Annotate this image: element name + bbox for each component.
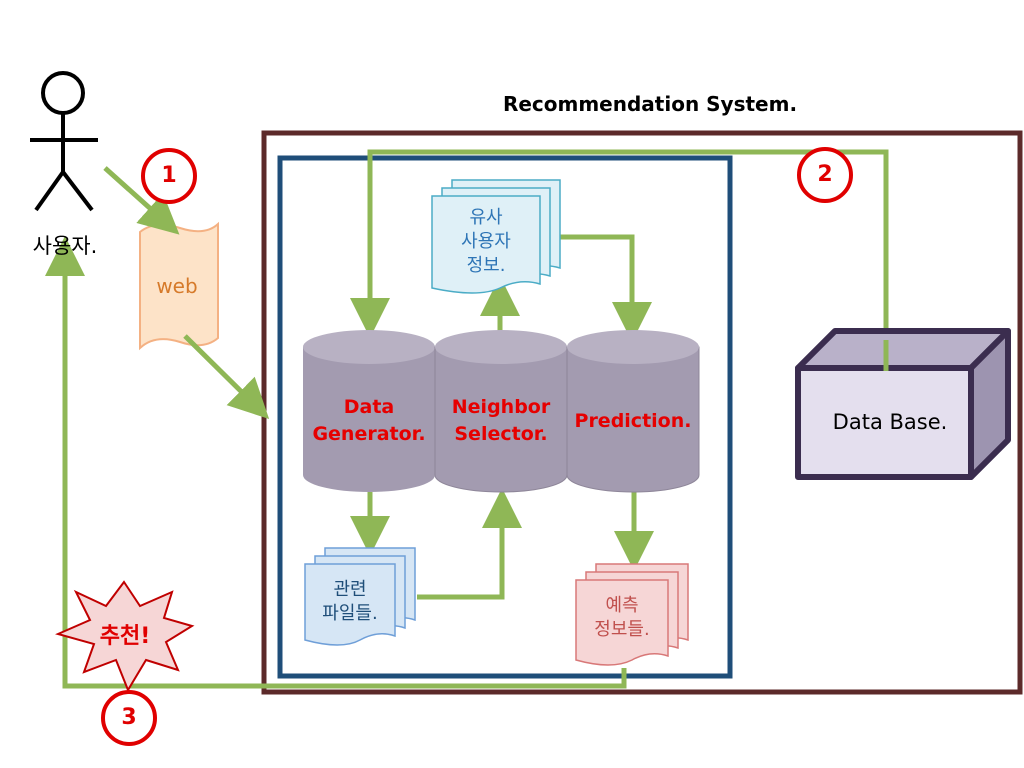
step-2-badge: 2 xyxy=(797,147,853,203)
database-icon xyxy=(795,328,1011,480)
arrow-related-files-to-selector xyxy=(417,488,522,600)
arrow-prediction-info-to-user xyxy=(45,236,627,689)
similar-users-line-2: 사용자 xyxy=(461,231,511,252)
similar-users-line-3: 정보. xyxy=(466,255,506,276)
diagram-title: Recommendation System. xyxy=(502,92,798,116)
arrows xyxy=(45,149,889,689)
related-files-label: 관련 파일들. xyxy=(305,578,395,626)
similar-users-label: 유사 사용자 정보. xyxy=(432,206,540,278)
doc-related-files xyxy=(304,547,416,646)
arrow-database-to-generator xyxy=(350,149,889,368)
similar-users-line-1: 유사 xyxy=(469,207,503,228)
prediction-info-label: 예측 정보들. xyxy=(576,594,668,642)
prediction-label: Prediction. xyxy=(567,408,699,435)
related-files-line-1: 관련 xyxy=(333,579,367,600)
related-files-line-2: 파일들. xyxy=(322,603,378,624)
arrow-similar-users-to-prediction xyxy=(560,234,652,342)
data-generator-label: Data Generator. xyxy=(303,394,435,448)
web-label: web xyxy=(156,274,198,298)
process-box xyxy=(277,155,733,679)
user-icon xyxy=(30,71,98,212)
cylinder-data-generator xyxy=(303,330,435,492)
data-generator-line-1: Data xyxy=(343,396,395,418)
recommendation-label: 추천! xyxy=(99,624,151,649)
arrow-web-to-system xyxy=(183,334,270,420)
cylinder-prediction xyxy=(566,330,700,493)
step-3-badge: 3 xyxy=(101,690,157,746)
doc-prediction-info xyxy=(575,563,689,666)
neighbor-selector-line-2: Selector. xyxy=(454,423,548,445)
prediction-info-line-1: 예측 xyxy=(605,595,639,616)
doc-similar-users xyxy=(431,179,561,294)
data-generator-line-2: Generator. xyxy=(312,423,426,445)
neighbor-selector-label: Neighbor Selector. xyxy=(435,394,567,448)
step-1-badge: 1 xyxy=(141,148,197,204)
prediction-line-1: Prediction. xyxy=(574,410,692,432)
prediction-info-line-2: 정보들. xyxy=(594,619,650,640)
user-label: 사용자. xyxy=(32,234,98,258)
arrow-user-to-web xyxy=(103,166,180,235)
database-label: Data Base. xyxy=(832,410,948,434)
neighbor-selector-line-1: Neighbor xyxy=(451,396,551,418)
cylinder-neighbor-selector xyxy=(434,330,568,493)
